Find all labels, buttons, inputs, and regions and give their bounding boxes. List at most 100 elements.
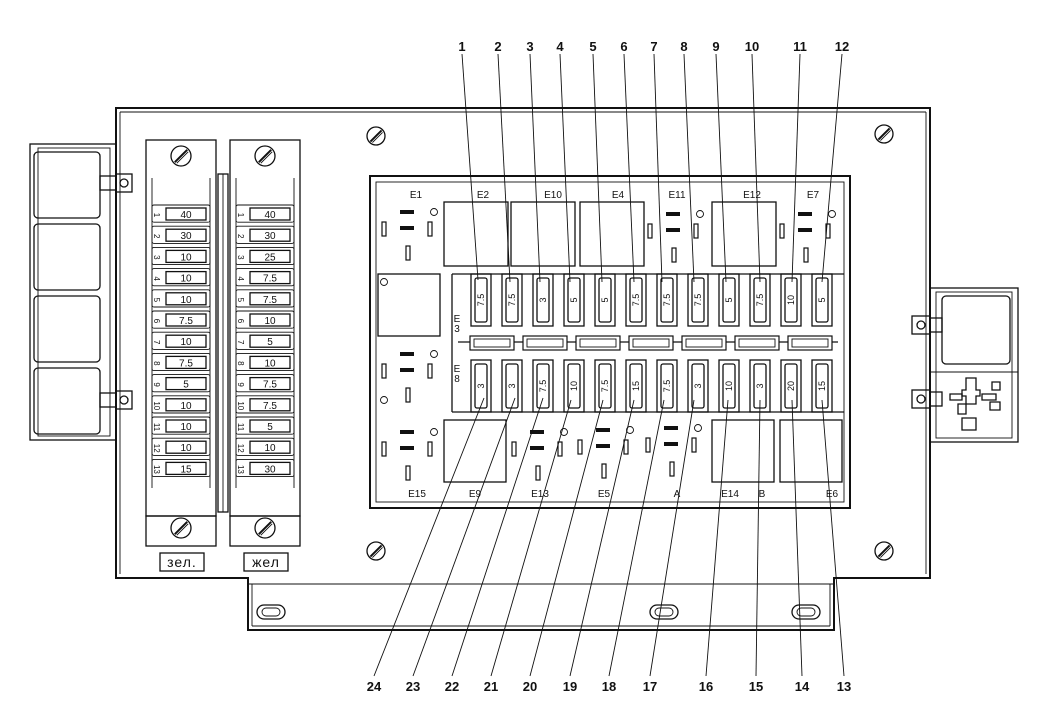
relay-label-top-4: E4 — [612, 190, 625, 201]
callout-top-12: 12 — [835, 39, 849, 54]
callout-top-1: 1 — [458, 39, 465, 54]
strip_green-value: 10 — [180, 401, 192, 412]
fuse-top-5-blade — [598, 277, 612, 323]
pins-e1-pin-a — [400, 210, 414, 214]
strip_yellow-value: 5 — [267, 422, 273, 433]
callout-bottom-5: 20 — [523, 679, 537, 694]
pins-e13-pin-d — [557, 441, 563, 457]
fuse-bottom-1: 3 — [470, 359, 492, 413]
plate-screw-2 — [874, 124, 894, 144]
plate-screw-2-head — [874, 124, 894, 144]
strip_yellow-value-box — [249, 313, 291, 327]
strip_yellow-row-frame — [235, 458, 295, 478]
fuse-bottom-7-holder — [656, 359, 678, 413]
callout-top-11: 11 — [793, 39, 807, 54]
connector-nut-lower — [99, 390, 133, 410]
plate-screw-1-slot — [369, 129, 383, 143]
strip_green-number: 2 — [152, 234, 161, 239]
strip_green-number: 9 — [152, 382, 161, 387]
strip_yellow-top-screw — [254, 145, 276, 167]
strip_green-row-frame — [151, 416, 211, 435]
strip_yellow-number: 4 — [236, 276, 245, 281]
fuse-bottom-5-rating: 7.5 — [600, 380, 610, 393]
strip_yellow-value-box — [249, 228, 291, 242]
fuse-top-3-holder — [532, 273, 554, 327]
relay-label-bottom-4: E5 — [598, 489, 611, 500]
leader-lines — [373, 53, 845, 677]
strip_yellow-number: 1 — [236, 213, 245, 218]
callout-bottom-2: 23 — [406, 679, 420, 694]
strip_green-number: 1 — [152, 213, 161, 218]
bus-link-inner-1 — [473, 338, 511, 348]
relay-socket-left-mid — [377, 273, 441, 337]
leader-bottom-5 — [529, 399, 604, 677]
pins-e13-pin-e — [535, 465, 541, 481]
pins-a-pin-e — [669, 461, 675, 477]
fuse-bottom-5-holder — [594, 359, 616, 413]
pins-e13-pin-a — [530, 430, 544, 434]
strip_yellow-number: 13 — [236, 465, 245, 474]
strip_yellow-value: 7.5 — [263, 380, 277, 391]
bus-link-inner-5 — [685, 338, 723, 348]
strip_green-number: 7 — [152, 340, 161, 345]
strip_green-tag-label: зел. — [167, 554, 197, 570]
pin-hole-e1-b — [380, 278, 388, 286]
pin-hole-e8-b — [380, 396, 388, 404]
fuse-top-5-rating: 5 — [600, 297, 610, 302]
plate-screw-4 — [874, 541, 894, 561]
strip_green-row-frame — [151, 352, 211, 372]
mounting-slot-right — [791, 604, 821, 620]
strip_green-row-frame — [151, 395, 211, 414]
fuse-bottom-2-blade — [505, 363, 519, 409]
callout-bottom-6: 19 — [563, 679, 577, 694]
strip_yellow-value: 5 — [267, 337, 273, 348]
connector-nut-upper — [99, 173, 133, 193]
bus-link-inner-4 — [632, 338, 670, 348]
callout-top-2: 2 — [494, 39, 501, 54]
leader-top-1 — [461, 53, 479, 281]
strip_green-value-box — [165, 313, 207, 327]
fuse-top-11: 10 — [780, 273, 802, 327]
leader-top-4 — [559, 53, 571, 283]
strip_yellow-row-frame — [235, 268, 295, 287]
callout-bottom-8: 17 — [643, 679, 657, 694]
strip_yellow-row-frame — [235, 437, 295, 456]
strip_yellow-number: 11 — [236, 423, 245, 432]
strip_green-number: 5 — [152, 298, 161, 303]
relay-pin-patterns — [380, 208, 836, 481]
fuse-bottom-2-holder — [501, 359, 523, 413]
callout-top-10: 10 — [745, 39, 759, 54]
pins-a-pin-d — [691, 437, 697, 453]
leader-bottom-7 — [608, 399, 665, 677]
relay-label-bottom-2: E9 — [469, 489, 482, 500]
fuse-top-7-blade — [660, 277, 674, 323]
pins-e8-hole — [430, 350, 438, 358]
pins-e5-pin-a — [596, 428, 610, 432]
strip_green-row-frame — [151, 225, 211, 244]
strip_green-row-frame — [151, 268, 211, 287]
strip_yellow-base — [229, 515, 301, 547]
strip_yellow-row-frame — [235, 331, 295, 350]
fuse-top-4-rating: 5 — [569, 297, 579, 302]
leader-top-12 — [821, 53, 843, 283]
strip_yellow-top-screw-slot — [258, 149, 272, 163]
fuse-bottom-4-blade — [567, 363, 581, 409]
strip_green-number: 11 — [152, 423, 161, 432]
callout-top-6: 6 — [620, 39, 627, 54]
strip_green-value-box — [165, 376, 207, 391]
bus-link-2 — [522, 335, 568, 351]
strip_yellow-number: 12 — [236, 444, 245, 453]
strip_yellow-bottom-screw-head — [254, 517, 276, 539]
fuse-top-9-blade — [722, 277, 736, 323]
strip_yellow-row-frame — [235, 374, 295, 393]
fuse-bottom-11-rating: 20 — [786, 381, 796, 391]
fuse-bottom-8-holder — [687, 359, 709, 413]
fuse-bottom-3-blade — [536, 363, 550, 409]
strip_yellow-value-box — [249, 461, 291, 476]
left-connector — [29, 143, 133, 441]
fuse-bottom-3-holder — [532, 359, 554, 413]
fuse-bottom-9-holder — [718, 359, 740, 413]
fuse-top-7-holder — [656, 273, 678, 327]
